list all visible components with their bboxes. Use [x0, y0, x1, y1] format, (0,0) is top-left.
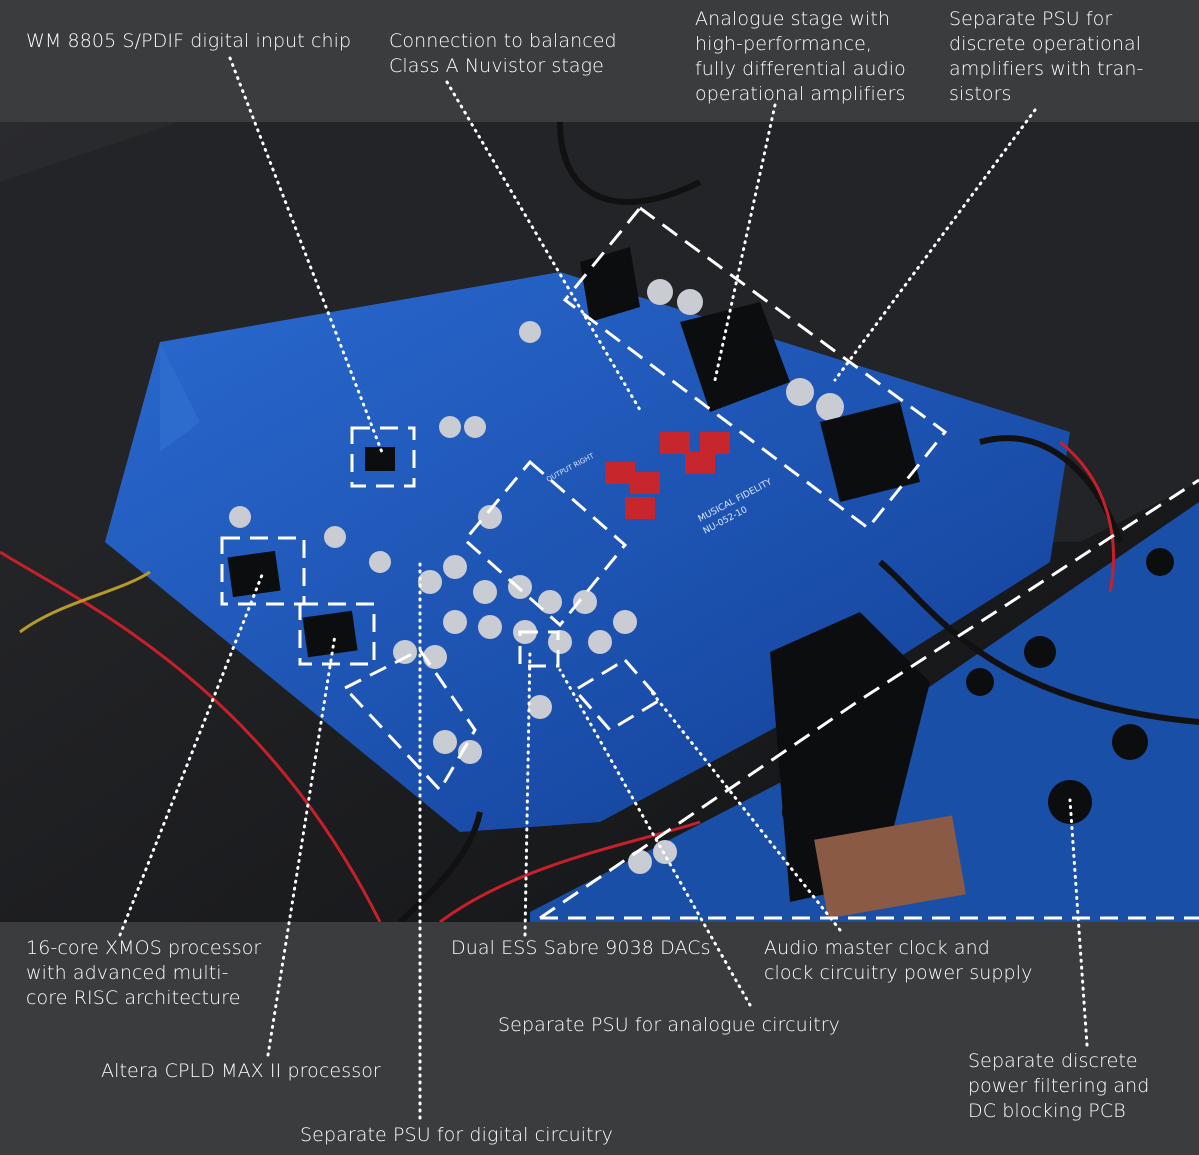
label-master-clock: Audio master clock and clock circuitry p… [764, 936, 1032, 986]
label-line: Audio master clock and [764, 937, 990, 959]
label-analogue-stage: Analogue stage with high-performance, fu… [695, 7, 906, 107]
label-nuvistor: Connection to balanced Class A Nuvistor … [389, 29, 617, 79]
label-psu-analogue: Separate PSU for analogue circuitry [498, 1014, 841, 1036]
label-line: fully differential audio [695, 58, 906, 80]
label-line: Separate discrete [968, 1050, 1138, 1072]
label-line: amplifiers with tran- [949, 58, 1144, 80]
label-line: power filtering and [968, 1075, 1150, 1097]
label-line: sistors [949, 83, 1012, 105]
label-line: operational amplifiers [695, 83, 906, 105]
label-line: Class A Nuvistor stage [389, 55, 604, 77]
label-dacs: Dual ESS Sabre 9038 DACs [451, 937, 711, 959]
label-line: with advanced multi- [26, 962, 229, 984]
label-altera: Altera CPLD MAX II processor [101, 1060, 381, 1082]
label-line: Analogue stage with [695, 8, 891, 30]
label-line: DC blocking PCB [968, 1100, 1126, 1122]
label-line: clock circuitry power supply [764, 962, 1033, 984]
label-dc-blocking: Separate discrete power filtering and DC… [968, 1049, 1149, 1124]
label-wm8805: WM 8805 S/PDIF digital input chip [26, 30, 352, 52]
label-line: high-performance, [695, 33, 873, 55]
label-line: discrete operational [949, 33, 1142, 55]
label-line: Separate PSU for [949, 8, 1113, 30]
label-psu-discrete-opamps: Separate PSU for discrete operational am… [949, 7, 1143, 107]
label-xmos: 16-core XMOS processor with advanced mul… [26, 936, 261, 1011]
label-line: Connection to balanced [389, 30, 617, 52]
label-psu-digital: Separate PSU for digital circuitry [300, 1124, 613, 1146]
label-line: core RISC architecture [26, 987, 241, 1009]
label-line: 16-core XMOS processor [26, 937, 262, 959]
circuit-board-photo: MUSICAL FIDELITY NU-052-10 OUTPUT RIGHT [0, 122, 1199, 922]
